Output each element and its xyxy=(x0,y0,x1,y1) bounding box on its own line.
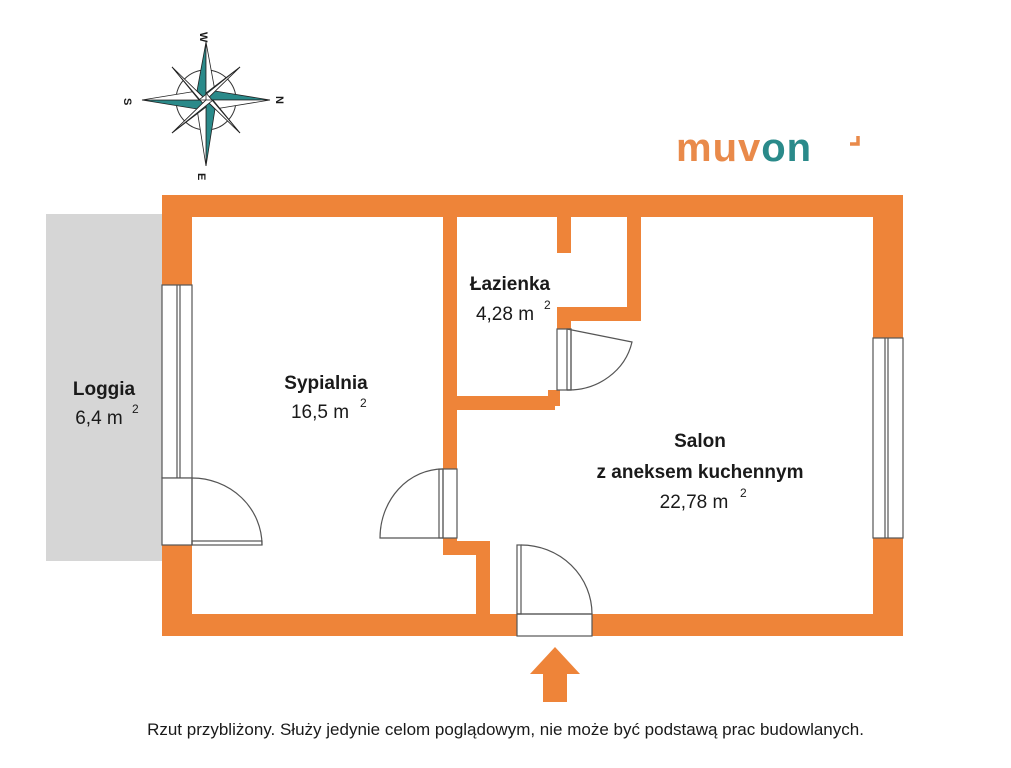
bathroom-name: Łazienka xyxy=(470,274,551,295)
bedroom-name: Sypialnia xyxy=(284,373,368,394)
loggia-area-sup: 2 xyxy=(132,402,139,416)
compass-north-label: N xyxy=(273,96,285,104)
compass-south-label: S xyxy=(121,98,133,105)
arrow-up-icon xyxy=(530,647,580,702)
door-bedroom xyxy=(379,468,458,539)
loggia-area xyxy=(46,214,162,561)
disclaimer-text: Rzut przybliżony. Służy jedynie celom po… xyxy=(147,720,864,739)
bathroom-area-value: 4,28 m xyxy=(476,304,534,325)
window-right xyxy=(872,337,904,539)
living-name-line2: z aneksem kuchennym xyxy=(597,462,804,483)
window-left xyxy=(161,284,193,479)
compass-east-label: E xyxy=(195,173,207,180)
brand-logo: muvon xyxy=(676,128,812,168)
loggia-name: Loggia xyxy=(73,379,136,400)
door-bathroom xyxy=(556,328,633,391)
living-area-sup: 2 xyxy=(740,486,747,500)
brand-logo-prefix: muv xyxy=(676,126,762,170)
interior-walls xyxy=(443,217,641,621)
bathroom-area-sup: 2 xyxy=(544,298,551,312)
loggia-area-value: 6,4 m xyxy=(75,408,123,429)
bedroom-area-value: 16,5 m xyxy=(291,402,349,423)
compass-west-label: W xyxy=(197,32,209,43)
living-name: Salon xyxy=(674,431,726,452)
door-entrance xyxy=(516,544,593,637)
bedroom-area-sup: 2 xyxy=(360,396,367,410)
brand-logo-suffix: on xyxy=(761,126,813,170)
compass-rose-icon xyxy=(141,41,271,167)
outer-walls xyxy=(162,195,903,636)
living-area-value: 22,78 m xyxy=(660,492,729,513)
brand-mark-icon xyxy=(850,136,860,146)
door-loggia xyxy=(161,477,263,546)
